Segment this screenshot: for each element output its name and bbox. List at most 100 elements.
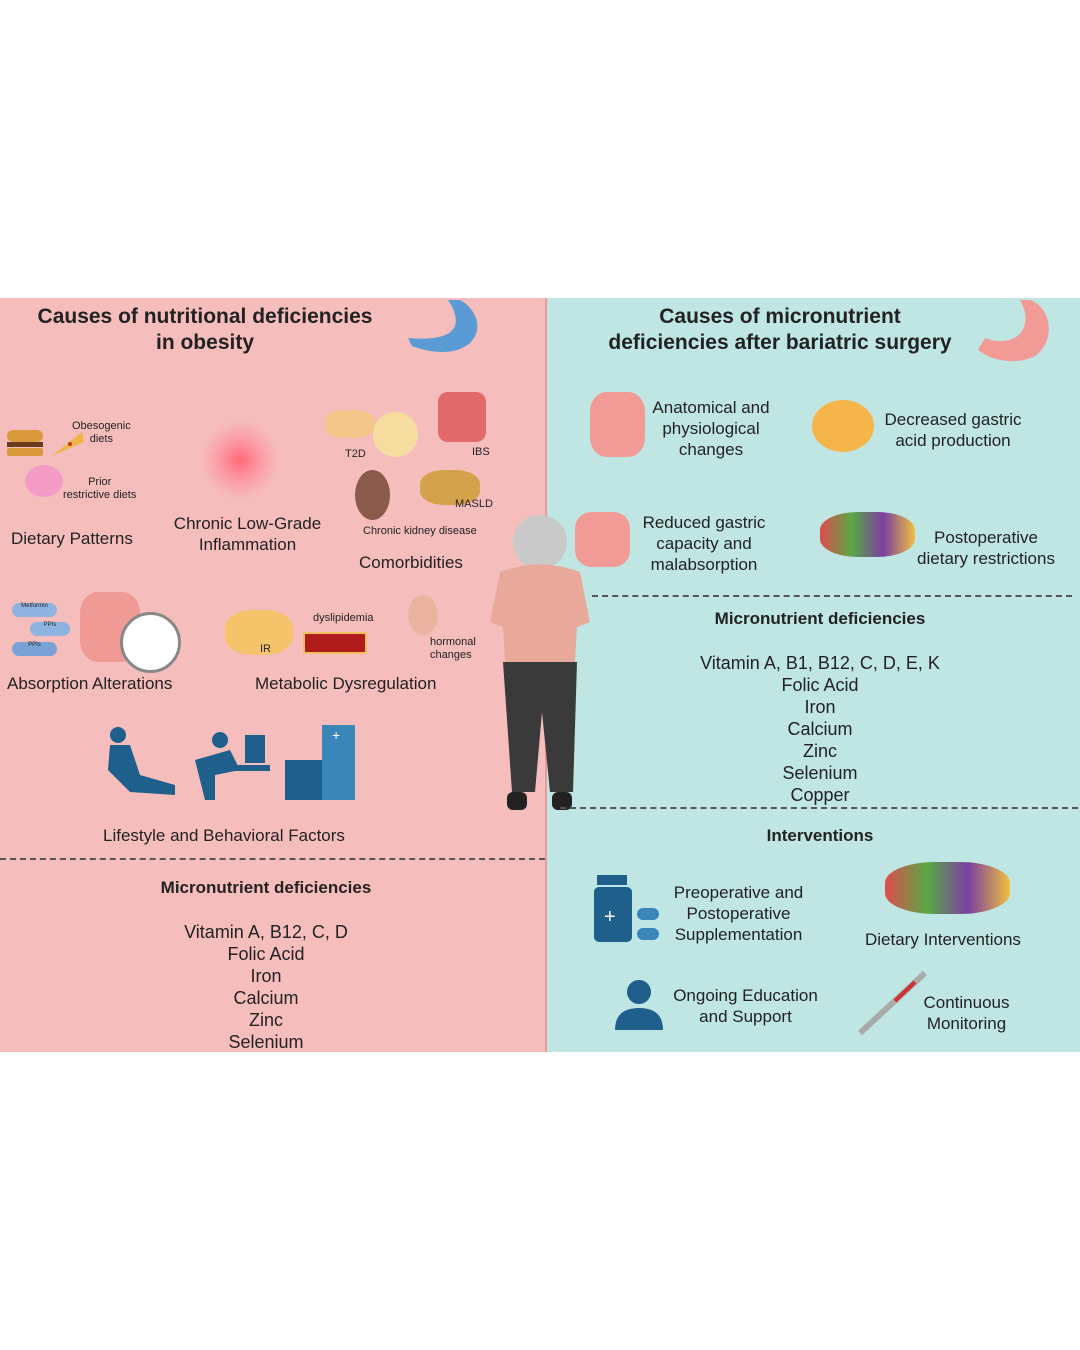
list-item: Copper (790, 785, 850, 805)
dashed-divider (560, 807, 1078, 809)
dashed-divider (0, 858, 545, 860)
bypass-anatomy-icon (590, 392, 645, 457)
intestine-icon (438, 392, 486, 442)
adipose-icon (373, 412, 418, 457)
metabolic-label: Metabolic Dysregulation (255, 674, 437, 693)
microbiota-icon (120, 612, 181, 673)
left-micro-list: Vitamin A, B12, C, D Folic Acid Iron Cal… (0, 921, 532, 1053)
dyslipidemia-label: dyslipidemia (313, 612, 374, 624)
pancreas-ir-icon (225, 610, 293, 655)
pill-icon: PPIs (12, 642, 57, 656)
donut-icon (25, 465, 63, 497)
pancreas-icon (325, 410, 375, 438)
text: Postoperative (934, 528, 1038, 547)
text: restrictive diets (63, 489, 137, 501)
text: Reduced gastric (642, 513, 766, 532)
masld-label: MASLD (455, 498, 493, 510)
pizza-icon (52, 432, 84, 456)
text: Decreased gastric (884, 410, 1022, 429)
healthy-food-icon (885, 862, 1010, 914)
list-item: Iron (250, 966, 282, 986)
stomach-acid-icon (812, 400, 874, 452)
title-line: Causes of micronutrient (659, 305, 901, 328)
list-item: Zinc (802, 741, 837, 761)
burger-icon (7, 430, 43, 456)
text: and Support (699, 1007, 792, 1026)
supplement-bottle-icon: + (594, 875, 659, 942)
left-micro-title: Micronutrient deficiencies (160, 878, 372, 897)
fruits-vegetables-icon (820, 512, 915, 557)
right-title: Causes of micronutrient deficiencies aft… (590, 304, 970, 356)
title-line: Causes of nutritional deficiencies (37, 305, 373, 328)
list-item: Folic Acid (781, 675, 859, 695)
dietary-patterns-label: Dietary Patterns (11, 529, 133, 548)
text: Supplementation (674, 925, 803, 944)
dashed-divider (592, 595, 1072, 597)
text: Prior (88, 476, 112, 488)
text: malabsorption (650, 555, 758, 574)
intervention-dietary: Dietary Interventions (865, 930, 1021, 949)
list-item: Selenium (782, 763, 858, 783)
text: Monitoring (926, 1014, 1007, 1033)
sleeve-stomach-icon (978, 300, 1049, 362)
comorbidities-label: Comorbidities (359, 553, 463, 572)
right-micro-list: Vitamin A, B1, B12, C, D, E, K Folic Aci… (560, 652, 1080, 806)
artery-icon (303, 632, 367, 654)
intervention-education: Ongoing Education and Support (667, 985, 824, 1027)
inflammation-cells-icon (200, 420, 280, 500)
stressed-worker-icon (195, 732, 270, 800)
pill-icon: Metformin (12, 603, 57, 617)
absorption-label: Absorption Alterations (7, 674, 173, 693)
text: capacity and (656, 534, 752, 553)
ckd-label: Chronic kidney disease (363, 525, 477, 537)
text: changes (678, 440, 744, 459)
kidney-icon (355, 470, 390, 520)
lifestyle-icons: + (108, 725, 355, 800)
title-line: deficiencies after bariatric surgery (608, 331, 952, 354)
ir-label: IR (260, 643, 271, 655)
svg-text:+: + (332, 727, 340, 743)
ibs-label: IBS (472, 446, 490, 458)
right-micro-title: Micronutrient deficiencies (714, 609, 926, 628)
list-item: Selenium (228, 1032, 304, 1052)
title-line: in obesity (155, 331, 255, 354)
left-title: Causes of nutritional deficiencies in ob… (20, 304, 390, 356)
list-item: Calcium (787, 719, 853, 739)
small-stomach-icon (575, 512, 630, 567)
list-item: Calcium (233, 988, 299, 1008)
text: Inflammation (198, 535, 297, 554)
syringe-icon (857, 970, 928, 1036)
text: physiological (662, 419, 760, 438)
text: Postoperative (686, 904, 791, 923)
stomach-icon (408, 300, 478, 352)
pituitary-icon (408, 595, 438, 635)
t2d-label: T2D (345, 448, 366, 460)
cause-gastric-acid: Decreased gastric acid production (877, 409, 1029, 451)
person-figure (490, 515, 590, 810)
text: Preoperative and (673, 883, 804, 902)
text: hormonal (430, 636, 476, 648)
pill-icon: PPIs (30, 622, 70, 636)
liver-icon (420, 470, 480, 505)
text: dietary restrictions (917, 549, 1055, 568)
text: Continuous (923, 993, 1010, 1012)
svg-text:+: + (604, 906, 616, 928)
hospital-icon: + (285, 725, 355, 800)
cause-dietary-restrictions: Postoperative dietary restrictions (907, 527, 1065, 569)
text: changes (430, 649, 472, 661)
text: Ongoing Education (673, 986, 818, 1005)
interventions-title: Interventions (766, 826, 874, 845)
text: diets (89, 433, 113, 445)
list-item: Vitamin A, B12, C, D (184, 922, 348, 942)
list-item: Iron (804, 697, 836, 717)
cause-reduced-capacity: Reduced gastric capacity and malabsorption (635, 512, 773, 575)
doctor-icon (615, 980, 663, 1030)
text: acid production (895, 431, 1011, 450)
